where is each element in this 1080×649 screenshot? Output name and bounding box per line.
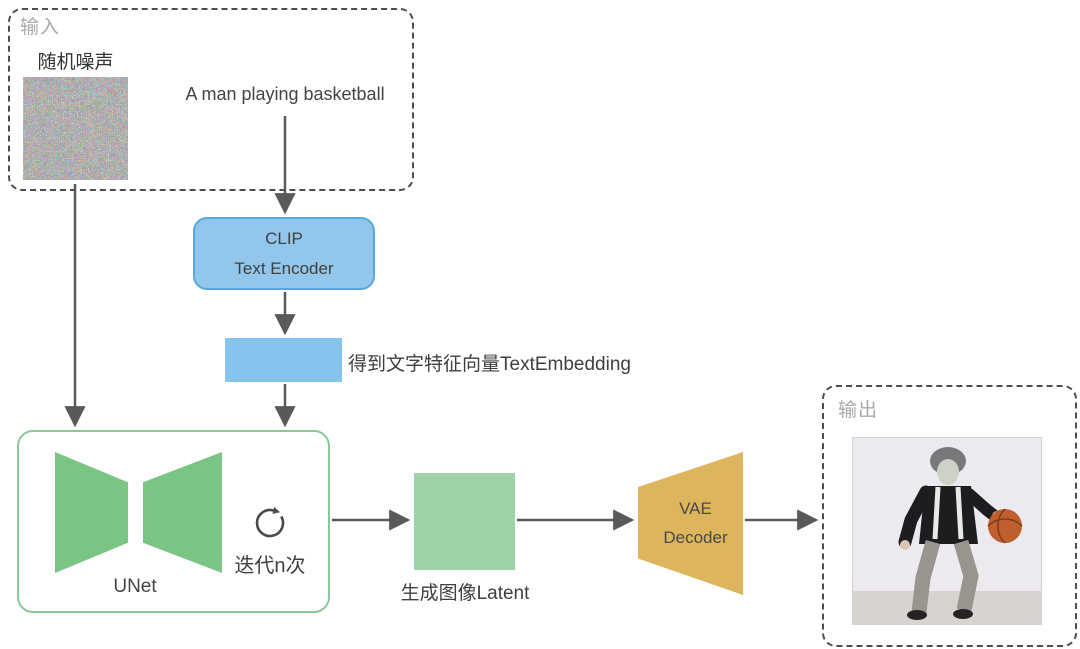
vae-label-line1: VAE [679, 499, 712, 518]
input-group-label: 输入 [20, 17, 61, 38]
random-noise-thumbnail [23, 77, 128, 180]
unet-label: UNet [113, 576, 157, 597]
basketball-player-photo [852, 437, 1042, 625]
prompt-text: A man playing basketball [185, 84, 385, 104]
circular-arrow-icon [250, 501, 290, 541]
generated-latent-node [414, 473, 515, 570]
clip-label-line1: CLIP [265, 228, 303, 248]
vae-label-line2: Decoder [663, 528, 728, 547]
iterate-n-times-label: 迭代n次 [234, 555, 306, 577]
vae-decoder-node: VAE Decoder [638, 452, 743, 595]
text-embedding-node [225, 338, 342, 382]
noise-texture [23, 77, 128, 180]
text-embedding-caption: 得到文字特征向量TextEmbedding [348, 354, 631, 375]
random-noise-label: 随机噪声 [37, 52, 114, 73]
output-group-label: 输出 [838, 400, 879, 421]
clip-label-line2: Text Encoder [234, 258, 334, 278]
clip-text-encoder-node: CLIP Text Encoder [193, 217, 375, 290]
generated-latent-caption: 生成图像Latent [400, 583, 530, 604]
